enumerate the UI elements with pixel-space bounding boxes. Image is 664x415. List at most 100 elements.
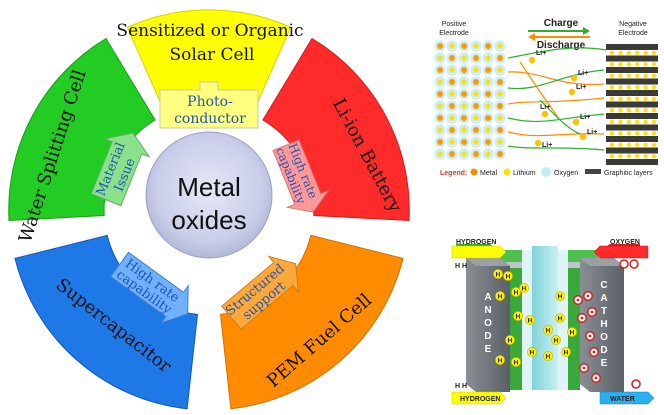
metal-atom: [437, 115, 443, 121]
negative-graphite: [606, 44, 658, 165]
legend-oxygen: Oxygen: [554, 170, 578, 177]
h2-top: H H: [455, 263, 467, 270]
lithium-atom: [473, 67, 479, 73]
lithium-atom: [609, 108, 615, 113]
ion-label-4: Li+: [540, 104, 550, 111]
lithium-atom: [485, 127, 491, 133]
metal-atom: [497, 127, 503, 133]
oxygen-molecules-top: [619, 259, 639, 269]
lithium-atom: [485, 103, 491, 109]
wheel: Sensitized or Organic Solar Cell Li-ion …: [8, 9, 410, 410]
cathode-letter: C: [600, 280, 607, 291]
metal-atom: [461, 91, 467, 97]
metal-atom: [473, 79, 479, 85]
hydrogen-symbol: H: [554, 337, 559, 344]
lithium-atom: [609, 50, 615, 55]
positive-line2: Electrode: [439, 30, 469, 37]
anode-letter: N: [484, 305, 491, 316]
positive-lattice: [434, 40, 506, 160]
lithium-atom: [473, 115, 479, 121]
positive-line1: Positive: [442, 21, 467, 28]
metal-atom: [497, 103, 503, 109]
oxygen-atom-core: [590, 310, 594, 314]
lithium-atom: [626, 119, 631, 125]
lithium-atom: [449, 91, 455, 97]
metal-atom: [473, 127, 479, 133]
discharge-label: Discharge: [537, 40, 586, 51]
graphitic-layer: [606, 113, 658, 119]
lithium-atom: [618, 62, 623, 67]
lithium-atom: [618, 154, 623, 159]
lithium-atom: [618, 108, 623, 113]
hydrogen-symbol: H: [522, 285, 527, 292]
hydrogen-atom: [503, 271, 513, 281]
anode-letter: A: [484, 292, 491, 303]
lithium-atom: [618, 119, 623, 125]
lithium-atom: [643, 62, 648, 67]
hydrogen-atom: [519, 283, 529, 293]
hydrogen-symbol: H: [498, 293, 503, 300]
lithium-atom: [651, 142, 657, 147]
lithium-atom: [437, 79, 443, 85]
photo-line2: conductor: [174, 111, 246, 127]
hydrogen-atom: [495, 355, 505, 365]
legend-title: Legend:: [440, 170, 467, 177]
metal-atom: [485, 43, 491, 49]
metal-atom: [449, 79, 455, 85]
cathode-letter: D: [600, 345, 607, 356]
lithium-atom: [437, 55, 443, 61]
oxygen-in-label: OXYGEN: [610, 239, 640, 246]
hydrogen-atom: [555, 313, 565, 323]
hydrogen-symbol: H: [546, 353, 551, 360]
ion-label-2: Li+: [578, 70, 588, 77]
lithium-atom: [437, 127, 443, 133]
lithium-atom: [473, 43, 479, 49]
center-line1: Metal: [177, 172, 241, 202]
hydrogen-symbol: H: [516, 313, 521, 320]
lithium-atom: [626, 108, 631, 113]
arrow-photoconductor: Photo- conductor: [159, 81, 259, 129]
hydrogen-atom: [555, 291, 565, 301]
lithium-atom: [643, 50, 648, 55]
hydrogen-symbol: H: [514, 359, 519, 366]
hydrogen-symbol: H: [558, 293, 563, 300]
lithium-atom: [618, 50, 623, 55]
lithium-atom: [651, 50, 657, 55]
hydrogen-symbol: H: [570, 329, 575, 336]
ion-paths: [507, 47, 607, 151]
lithium-atom: [626, 154, 631, 159]
lithium-atom: [497, 91, 503, 97]
hydrogen-symbol: H: [498, 357, 503, 364]
lithium-atom: [609, 62, 615, 67]
lithium-atom: [449, 115, 455, 121]
lithium-atom: [651, 85, 657, 90]
hydrogen-symbol: H: [514, 289, 519, 296]
hydrogen-atom: [525, 315, 535, 325]
lithium-atom: [618, 142, 623, 147]
metal-atom: [437, 139, 443, 145]
metal-atom: [485, 115, 491, 121]
lithium-atom: [461, 79, 467, 85]
graphitic-layer: [606, 147, 658, 154]
lithium-atom: [626, 73, 631, 79]
hydrogen-out-label: HYDROGEN: [460, 396, 500, 403]
lithium-atom: [643, 73, 648, 79]
metal-atom: [485, 67, 491, 73]
lithium-atom: [609, 131, 615, 136]
lithium-atom: [618, 85, 623, 90]
lithium-atom: [643, 85, 648, 90]
hydrogen-symbol: H: [530, 349, 535, 356]
lithium-atom: [461, 103, 467, 109]
hydrogen-symbol: H: [564, 349, 569, 356]
lithium-atom: [626, 50, 631, 55]
cathode-letter: E: [601, 358, 608, 369]
lithium-atom: [618, 96, 623, 102]
metal-atom: [485, 139, 491, 145]
legend-lithium: Lithium: [513, 170, 536, 177]
oxygen-atom-core: [576, 298, 580, 302]
lithium-atom: [473, 139, 479, 145]
charge-label: Charge: [544, 18, 579, 29]
graphitic-layer: [606, 101, 658, 108]
